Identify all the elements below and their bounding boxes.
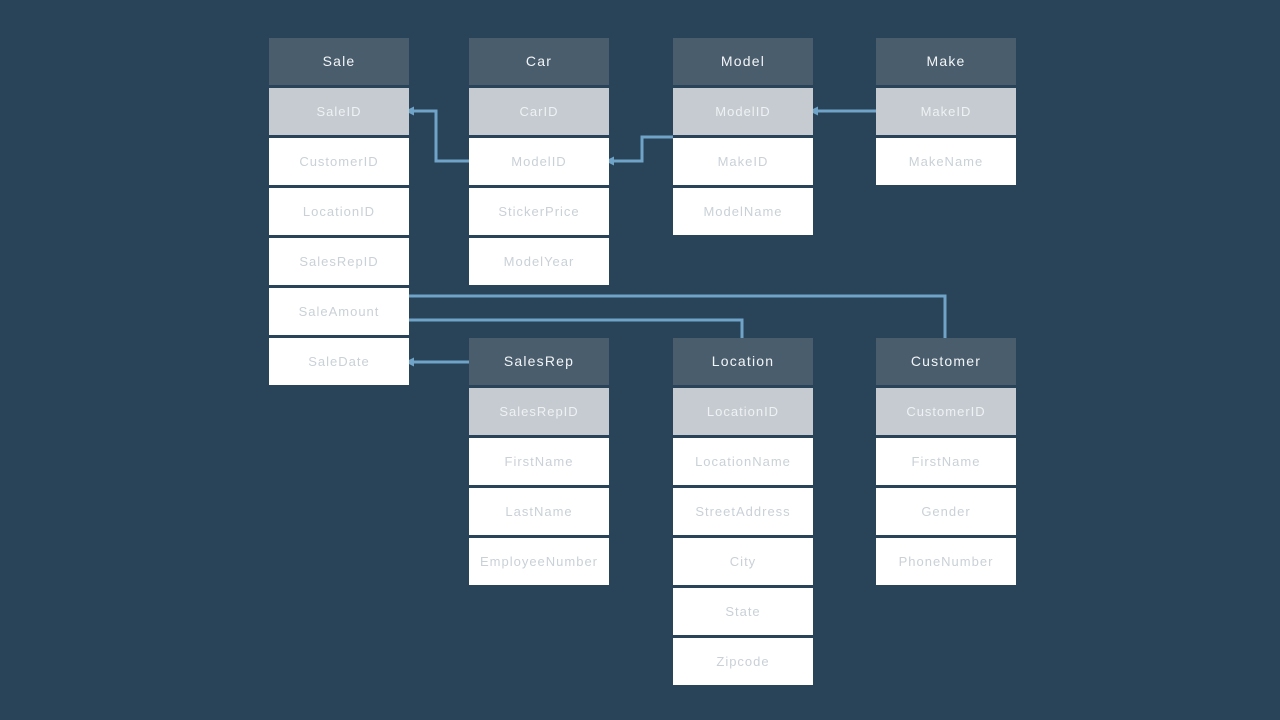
field-row: StreetAddress xyxy=(673,488,813,535)
primary-key-row: SalesRepID xyxy=(469,388,609,435)
field-row: ModelID xyxy=(469,138,609,185)
field-row: Gender xyxy=(876,488,1016,535)
field-row: MakeID xyxy=(673,138,813,185)
field-row: LocationID xyxy=(269,188,409,235)
relationship-connector xyxy=(409,318,744,338)
connector-arrowhead xyxy=(809,106,818,116)
relationship-connector xyxy=(609,135,673,163)
connector-arrowhead xyxy=(405,106,414,116)
field-row: CustomerID xyxy=(269,138,409,185)
table-title: SalesRep xyxy=(469,338,609,385)
connector-arrowhead xyxy=(405,357,414,367)
field-row: MakeName xyxy=(876,138,1016,185)
field-row: State xyxy=(673,588,813,635)
table-title: Make xyxy=(876,38,1016,85)
field-row: SaleAmount xyxy=(269,288,409,335)
table-title: Car xyxy=(469,38,609,85)
field-row: StickerPrice xyxy=(469,188,609,235)
relationship-connector xyxy=(409,294,947,338)
connector-arrowhead xyxy=(605,156,614,166)
primary-key-row: CustomerID xyxy=(876,388,1016,435)
primary-key-row: ModelID xyxy=(673,88,813,135)
table-title: Location xyxy=(673,338,813,385)
primary-key-row: CarID xyxy=(469,88,609,135)
field-row: PhoneNumber xyxy=(876,538,1016,585)
field-row: City xyxy=(673,538,813,585)
relationship-connector xyxy=(409,109,469,163)
field-row: ModelYear xyxy=(469,238,609,285)
field-row: FirstName xyxy=(469,438,609,485)
table-title: Model xyxy=(673,38,813,85)
primary-key-row: SaleID xyxy=(269,88,409,135)
primary-key-row: LocationID xyxy=(673,388,813,435)
field-row: SalesRepID xyxy=(269,238,409,285)
field-row: FirstName xyxy=(876,438,1016,485)
primary-key-row: MakeID xyxy=(876,88,1016,135)
table-title: Customer xyxy=(876,338,1016,385)
field-row: EmployeeNumber xyxy=(469,538,609,585)
field-row: LastName xyxy=(469,488,609,535)
field-row: ModelName xyxy=(673,188,813,235)
field-row: LocationName xyxy=(673,438,813,485)
table-title: Sale xyxy=(269,38,409,85)
field-row: SaleDate xyxy=(269,338,409,385)
field-row: Zipcode xyxy=(673,638,813,685)
